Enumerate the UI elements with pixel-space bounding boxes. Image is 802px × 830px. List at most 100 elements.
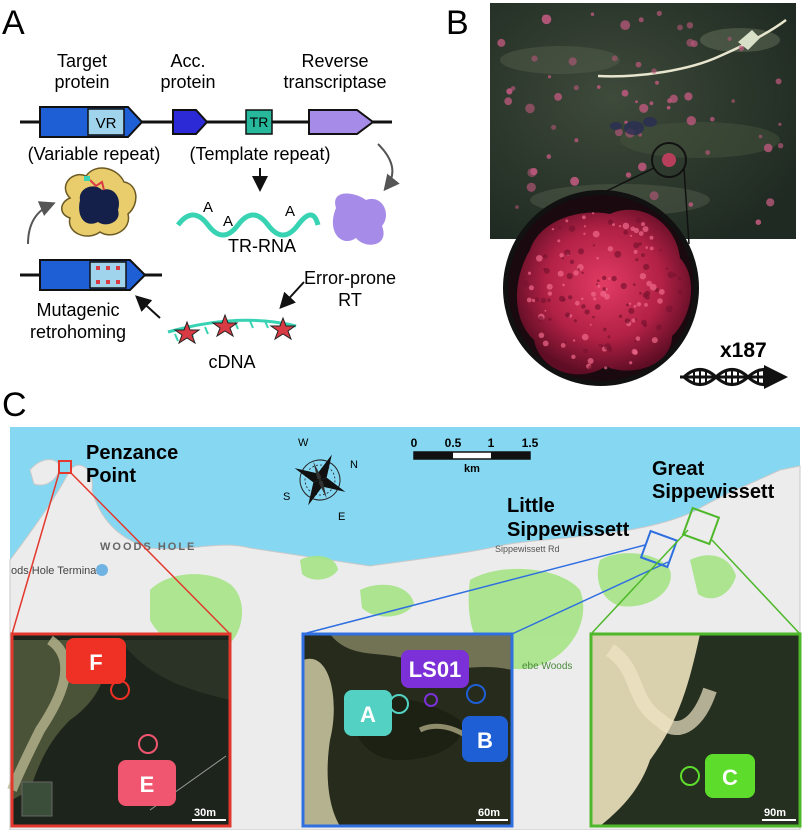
tr-box: [245, 109, 273, 135]
mat-texture-dot: [677, 276, 682, 281]
mat-texture-dot: [546, 283, 553, 290]
mat-texture-dot: [523, 275, 526, 278]
mat-texture-dot: [564, 249, 571, 256]
scale-tick-0: 0: [411, 436, 418, 450]
diversified-protein-icon: [61, 167, 137, 237]
target-protein-label-1: Target: [57, 51, 107, 71]
mat-texture-dot: [573, 319, 578, 323]
mat-texture-dot: [547, 298, 551, 303]
mat-texture-dot: [566, 273, 573, 280]
acc-protein-label-1: Acc.: [170, 51, 205, 71]
compass-e: E: [338, 511, 345, 523]
site-f-badge: [66, 638, 126, 684]
site-e-marker: [138, 734, 158, 754]
mat-texture-dot: [602, 327, 607, 332]
mat-patch: [677, 24, 683, 31]
mat-texture-dot: [557, 239, 561, 243]
mat-texture-dot: [528, 285, 534, 291]
penzance-label-1: Penzance: [86, 442, 178, 464]
mat-texture-dot: [673, 273, 677, 277]
mat-texture-dot: [631, 348, 638, 355]
mat-patch: [506, 88, 513, 95]
mat-texture-dot: [633, 304, 637, 308]
panel-c-label: C: [2, 386, 27, 424]
scale-tick-3: 1.5: [522, 436, 539, 450]
rna-letter-2: A: [223, 213, 233, 230]
mat-texture-dot: [559, 253, 564, 258]
great-connector-left: [590, 529, 689, 635]
mat-texture-dot: [544, 309, 547, 312]
inset-great: 90m: [589, 632, 802, 828]
mutation-star-1: [173, 320, 201, 345]
mat-patch: [710, 116, 715, 122]
mat-texture-dot: [646, 280, 652, 287]
mat-patch: [651, 68, 657, 74]
mat-patch: [639, 103, 649, 113]
mat-texture-dot: [642, 226, 649, 233]
accessory-gene: [172, 109, 209, 135]
mat-texture-dot: [532, 298, 536, 303]
mat-texture-dot: [561, 257, 564, 260]
penzance-site-box: [58, 460, 72, 474]
mat-texture-dot: [612, 223, 615, 227]
mat-texture-dot: [578, 365, 580, 368]
cdna-label: cDNA: [208, 352, 255, 372]
mat-texture-dot: [604, 293, 610, 300]
mat-patch: [688, 202, 694, 207]
mat-patch: [731, 99, 735, 103]
mat-texture-dot: [622, 222, 630, 230]
mat-patch: [686, 38, 695, 47]
rna-letter-3: A: [285, 203, 295, 220]
tr-rna-wave: [176, 212, 321, 238]
mat-patch: [574, 138, 579, 143]
mat-patch: [547, 75, 552, 79]
mat-patch: [573, 85, 579, 91]
mat-patch: [497, 38, 506, 47]
mat-patch: [705, 150, 711, 155]
mat-texture-dot: [557, 270, 564, 277]
little-label-1: Little: [507, 495, 555, 517]
mat-texture-dot: [592, 212, 595, 215]
mat-texture-dot: [631, 318, 636, 323]
site-c-badge: [705, 754, 755, 798]
mat-texture-dot: [572, 339, 576, 342]
scale-tick-2: 1: [488, 436, 495, 450]
site-e-badge: [118, 760, 176, 806]
mat-texture-dot: [635, 336, 641, 341]
mat-texture-dot: [607, 219, 614, 225]
mat-texture-dot: [602, 287, 607, 291]
site-a-badge: [344, 690, 392, 736]
marker-flag: [738, 30, 760, 50]
mat-texture-dot: [641, 222, 645, 227]
mat-patch: [635, 100, 638, 104]
mat-texture-dot: [639, 273, 647, 280]
mat-patch: [778, 122, 782, 126]
compass-w: W: [298, 437, 309, 449]
mat-patch: [568, 57, 577, 66]
mat-patch: [590, 12, 595, 16]
mat-texture-dot: [644, 290, 651, 297]
rt-label-2: transcriptase: [283, 72, 386, 92]
mat-texture-dot: [523, 306, 530, 312]
site-b-marker: [466, 684, 486, 704]
translation-arrow: [377, 143, 400, 192]
mat-patch: [738, 45, 745, 51]
mat-patch: [727, 36, 732, 42]
mat-texture-dot: [618, 314, 623, 318]
mat-texture-dot: [548, 317, 552, 321]
mat-texture-dot: [649, 283, 657, 291]
mat-texture-dot: [584, 309, 590, 315]
mat-texture-dot: [540, 297, 547, 304]
mat-patch: [542, 14, 547, 19]
mat-texture-dot: [542, 340, 549, 347]
mat-patch: [684, 92, 693, 101]
mat-texture-dot: [564, 341, 567, 344]
mat-texture-dot: [601, 358, 604, 361]
error-prone-label-1: Error-prone: [304, 268, 396, 288]
mat-patch: [638, 162, 647, 172]
rt-gene: [308, 109, 375, 135]
site-b-label: B: [477, 728, 493, 753]
site-c-label: C: [722, 765, 738, 790]
mat-texture-dot: [581, 271, 584, 274]
penzance-label-2: Point: [86, 465, 136, 487]
